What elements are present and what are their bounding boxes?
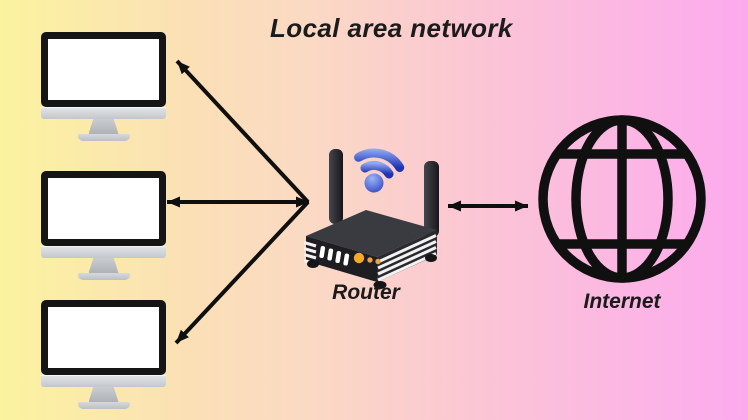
router-icon — [303, 148, 439, 289]
monitor-chin — [41, 107, 166, 119]
monitor-stand-neck — [88, 258, 119, 273]
computer-monitor-3 — [41, 300, 166, 409]
monitor-screen — [41, 300, 166, 375]
router-vent-ports — [319, 246, 350, 266]
monitor-chin — [41, 246, 166, 258]
router-antenna-right — [424, 161, 439, 237]
router-label: Router — [332, 281, 400, 304]
router-feet — [307, 254, 437, 289]
monitor-stand-base — [77, 134, 130, 141]
internet-label: Internet — [583, 290, 661, 313]
globe-meridian-ellipse — [571, 115, 673, 283]
arrow-computer3-router — [174, 200, 310, 345]
monitor-stand-base — [77, 273, 130, 280]
diagram-title: Local area network — [270, 13, 513, 43]
router-antenna-left — [329, 149, 343, 224]
monitor-chin — [41, 375, 166, 387]
monitor-screen — [41, 171, 166, 246]
arrow-computer1-router — [175, 59, 310, 204]
monitor-screen — [41, 32, 166, 107]
connection-arrows — [167, 59, 528, 345]
router-top-face — [306, 210, 437, 257]
router-led-lights — [353, 252, 381, 265]
monitor-stand-base — [77, 402, 130, 409]
computer-monitor-1 — [41, 32, 166, 141]
internet-globe-icon — [538, 115, 706, 283]
monitor-stand-neck — [88, 387, 119, 402]
monitor-stand-neck — [88, 119, 119, 134]
wifi-icon — [354, 148, 405, 193]
computer-monitor-2 — [41, 171, 166, 280]
